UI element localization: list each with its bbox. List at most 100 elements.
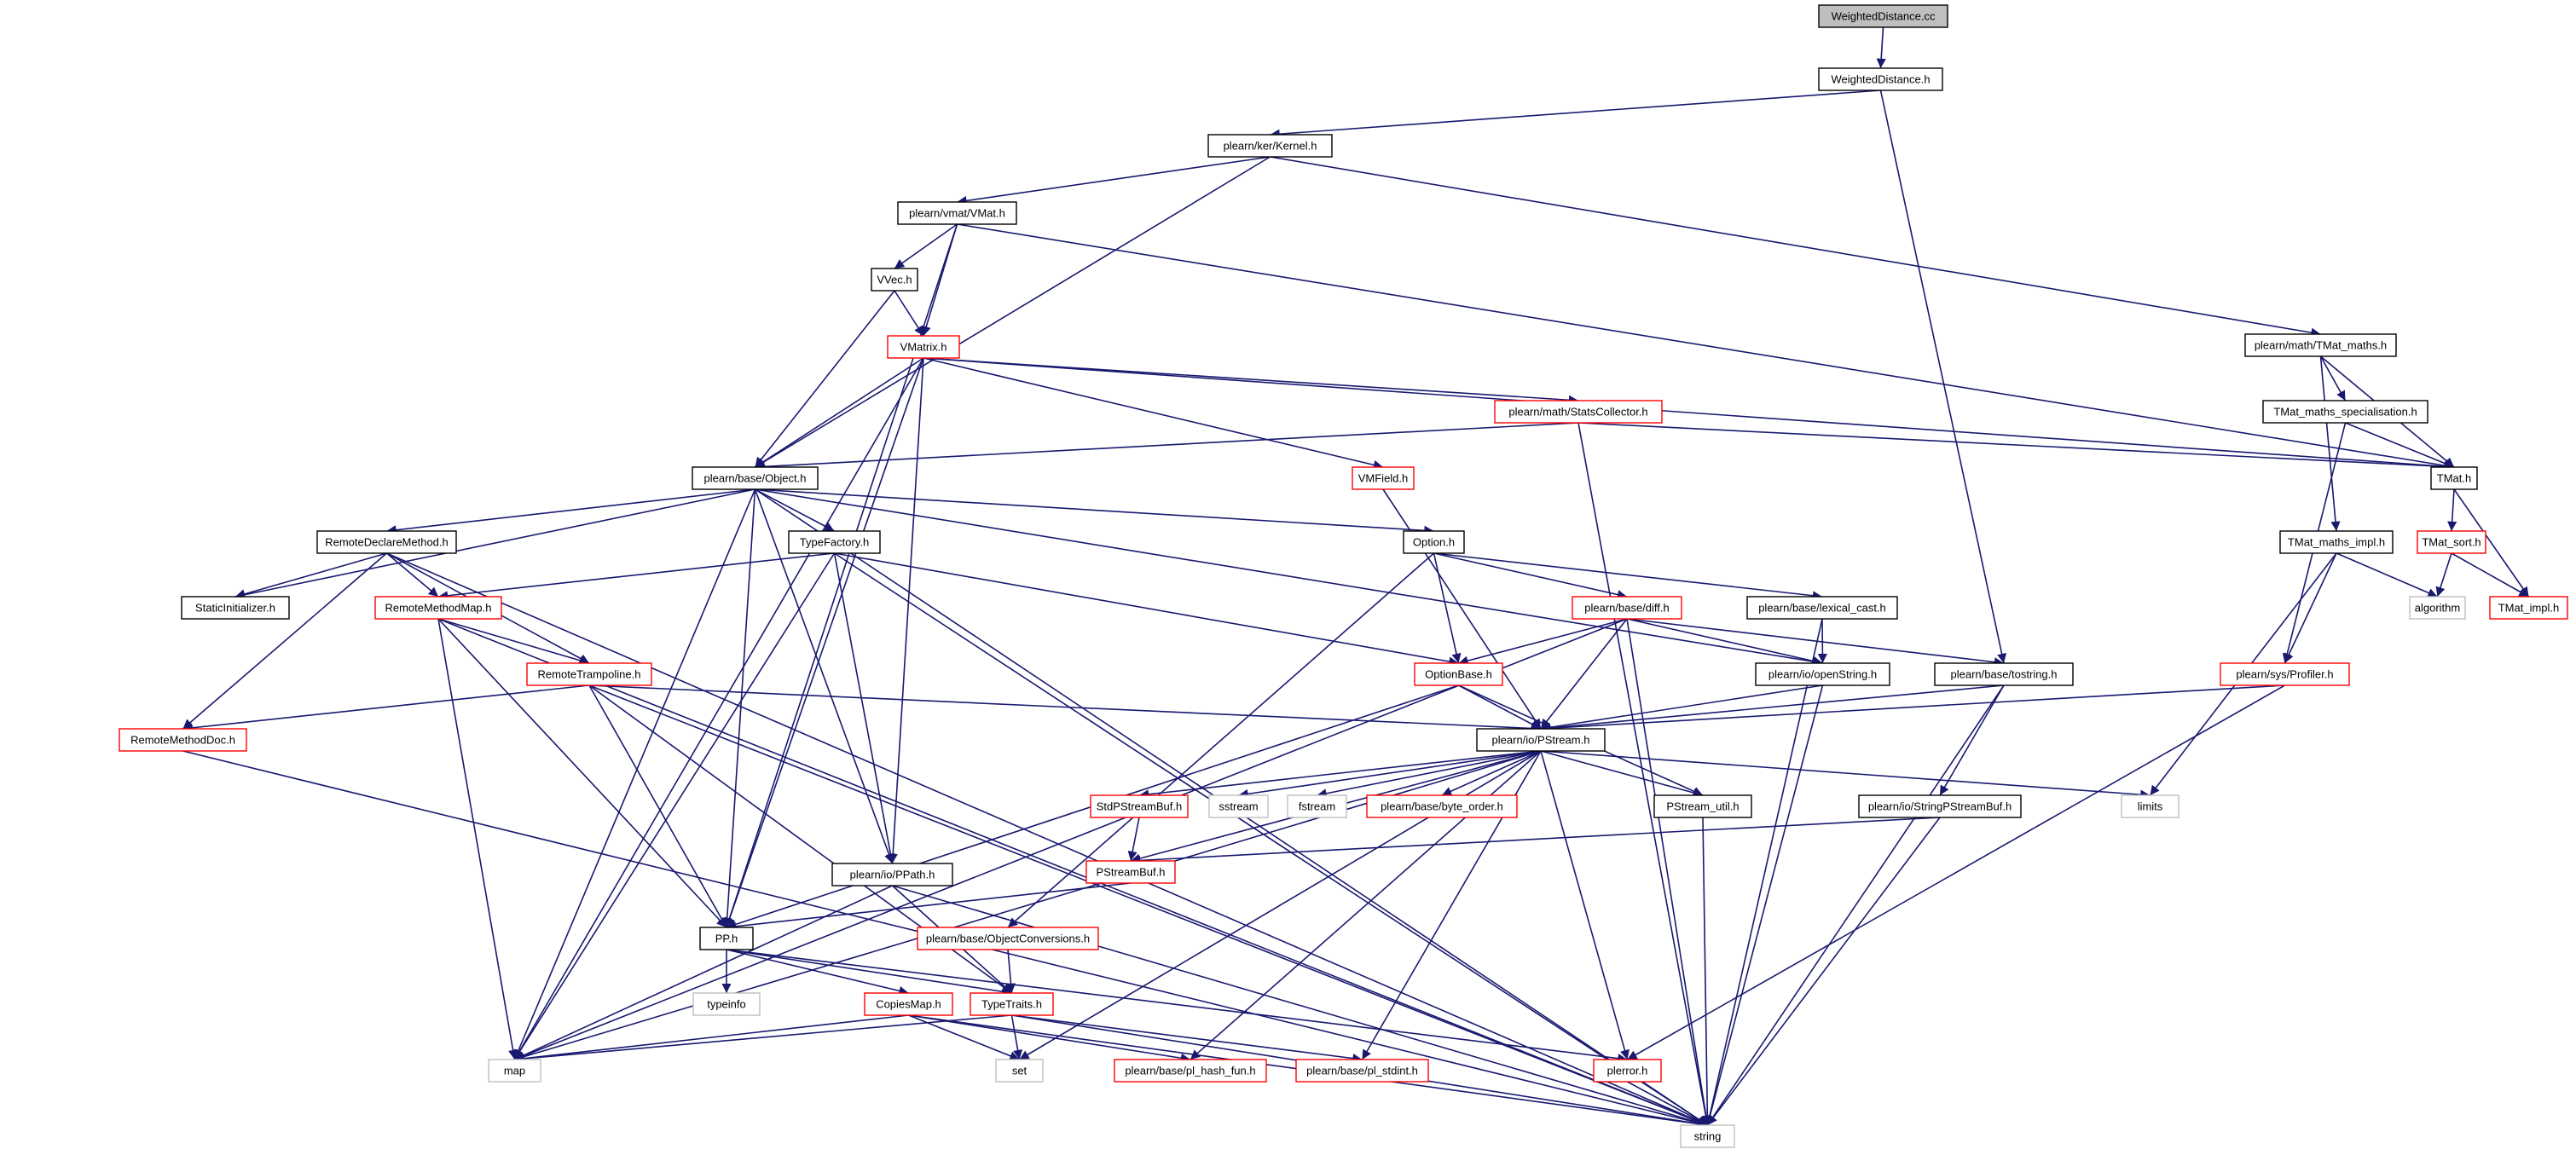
node-lexical_cast_h[interactable]: plearn/base/lexical_cast.h [1746,596,1898,620]
node-weighteddistance_h[interactable]: WeightedDistance.h [1818,67,1943,91]
node-copiesmap_h[interactable]: CopiesMap.h [864,992,953,1016]
node-pp_h[interactable]: PP.h [699,927,754,950]
node-box [864,992,953,1016]
edge-tmat_maths_spec_h-to-tmat_h [2345,422,2455,468]
edge-remotedeclaremethod_h-to-remotemethoddoc_h [182,552,388,730]
node-label: plearn/io/PPath.h [850,869,935,881]
edge-profiler_h-to-pstream_h [1540,684,2285,733]
node-set[interactable]: set [995,1059,1044,1083]
node-algorithm[interactable]: algorithm [2409,596,2466,620]
node-box [1414,662,1503,686]
node-remotemethoddoc_h[interactable]: RemoteMethodDoc.h [119,728,247,752]
node-box [1207,134,1333,158]
node-typefactory_h[interactable]: TypeFactory.h [788,530,881,554]
node-vmfield_h[interactable]: VMField.h [1352,466,1415,490]
node-label: TypeFactory.h [800,536,869,549]
edge-vmfield_h-to-pstream_h [1382,488,1542,730]
edge-diff_h-to-map [514,618,1628,1061]
node-ppath_h[interactable]: plearn/io/PPath.h [831,863,953,886]
node-box [1593,1059,1662,1083]
node-stdpstreambuf_h[interactable]: StdPStreamBuf.h [1090,794,1189,818]
node-tmat_sort_h[interactable]: TMat_sort.h [2417,530,2486,554]
edge-diff_h-to-tostring_h [1626,618,2005,667]
node-box [831,863,953,886]
node-stringpstreambuf_h[interactable]: plearn/io/StringPStreamBuf.h [1858,794,2022,818]
node-vmat_h[interactable]: plearn/vmat/VMat.h [897,201,1017,225]
node-pl_hash_fun_h[interactable]: plearn/base/pl_hash_fun.h [1114,1059,1267,1083]
node-label: plearn/base/pl_stdint.h [1306,1065,1418,1077]
node-box [1572,596,1682,620]
edge-pstreambuf_h-to-pp_h [726,882,1132,932]
edge-vmat_h-to-pp_h [725,223,958,928]
edge-typefactory_h-to-map [513,552,836,1060]
node-box [1494,400,1663,424]
node-fstream[interactable]: fstream [1287,794,1347,818]
edge-vmatrix_h-to-tmat_h [923,357,2455,471]
node-optionbase_h[interactable]: OptionBase.h [1414,662,1503,686]
edge-vmatrix_h-to-map [513,357,924,1060]
node-vmatrix_h[interactable]: VMatrix.h [887,335,960,359]
edge-typetraits_h-to-set [1010,1014,1023,1060]
node-label: RemoteMethodMap.h [385,602,491,615]
edge-statscollector_h-to-object_h [755,422,1579,471]
node-pl_stdint_h[interactable]: plearn/base/pl_stdint.h [1295,1059,1429,1083]
node-openstring_h[interactable]: plearn/io/openString.h [1755,662,1890,686]
node-box [1818,67,1943,91]
node-tmat_impl_h[interactable]: TMat_impl.h [2489,596,2568,620]
edge-vmatrix_h-to-pp_h [725,357,924,928]
node-box [1818,4,1948,28]
node-typetraits_h[interactable]: TypeTraits.h [970,992,1054,1016]
node-label: WeightedDistance.h [1831,73,1930,86]
node-tmat_maths_spec_h[interactable]: TMat_maths_specialisation.h [2262,400,2428,424]
node-box [1352,466,1415,490]
edge-vmat_h-to-tmat_h [957,223,2455,471]
edge-typetraits_h-to-pl_stdint_h [1011,1014,1363,1064]
node-remotetrampoline_h[interactable]: RemoteTrampoline.h [526,662,652,686]
node-object_h[interactable]: plearn/base/Object.h [692,466,819,490]
edge-object_h-to-option_h [755,488,1434,535]
node-tostring_h[interactable]: plearn/base/tostring.h [1934,662,2074,686]
node-statscollector_h[interactable]: plearn/math/StatsCollector.h [1494,400,1663,424]
node-tmat_maths_impl_h[interactable]: TMat_maths_impl.h [2279,530,2394,554]
node-string[interactable]: string [1680,1124,1735,1148]
node-vvec_h[interactable]: VVec.h [871,268,918,292]
node-box [2279,530,2394,554]
node-pstream_h[interactable]: plearn/io/PStream.h [1476,728,1606,752]
node-plerror_h[interactable]: plerror.h [1593,1059,1662,1083]
node-diff_h[interactable]: plearn/base/diff.h [1572,596,1682,620]
edge-tmat_h-to-tmat_impl_h [2453,488,2530,598]
node-typeinfo[interactable]: typeinfo [692,992,761,1016]
node-box [488,1059,541,1083]
node-objectconversions_h[interactable]: plearn/base/ObjectConversions.h [917,927,1099,950]
node-sstream[interactable]: sstream [1208,794,1269,818]
edge-statscollector_h-to-string [1577,422,1711,1126]
node-box [316,530,457,554]
node-remotemethodmap_h[interactable]: RemoteMethodMap.h [374,596,502,620]
node-limits[interactable]: limits [2121,794,2179,818]
node-tmat_h[interactable]: TMat.h [2430,466,2478,490]
node-box [1934,662,2074,686]
node-box [1114,1059,1267,1083]
node-map[interactable]: map [488,1059,541,1083]
node-kernel_h[interactable]: plearn/ker/Kernel.h [1207,134,1333,158]
node-option_h[interactable]: Option.h [1403,530,1465,554]
node-pstreambuf_h[interactable]: PStreamBuf.h [1085,860,1176,884]
edge-object_h-to-staticinitializer_h [234,488,755,600]
edge-pstream_h-to-byte_order_h [1441,750,1542,796]
node-profiler_h[interactable]: plearn/sys/Profiler.h [2220,662,2350,686]
node-pstream_util_h[interactable]: PStream_util.h [1653,794,1752,818]
node-label: RemoteMethodDoc.h [130,734,235,747]
edge-tostring_h-to-stringpstreambuf_h [1939,684,2005,796]
node-box [2430,466,2478,490]
node-tmat_maths_h[interactable]: plearn/math/TMat_maths.h [2244,333,2397,357]
edge-remotemethodmap_h-to-map [437,618,518,1060]
edge-copiesmap_h-to-pl_hash_fun_h [908,1014,1191,1063]
node-weighteddistance_cc[interactable]: WeightedDistance.cc [1818,4,1948,28]
node-remotedeclaremethod_h[interactable]: RemoteDeclareMethod.h [316,530,457,554]
node-byte_order_h[interactable]: plearn/base/byte_order.h [1366,794,1518,818]
edge-statscollector_h-to-tmat_h [1577,422,2455,472]
node-box [1208,794,1269,818]
node-staticinitializer_h[interactable]: StaticInitializer.h [181,596,290,620]
